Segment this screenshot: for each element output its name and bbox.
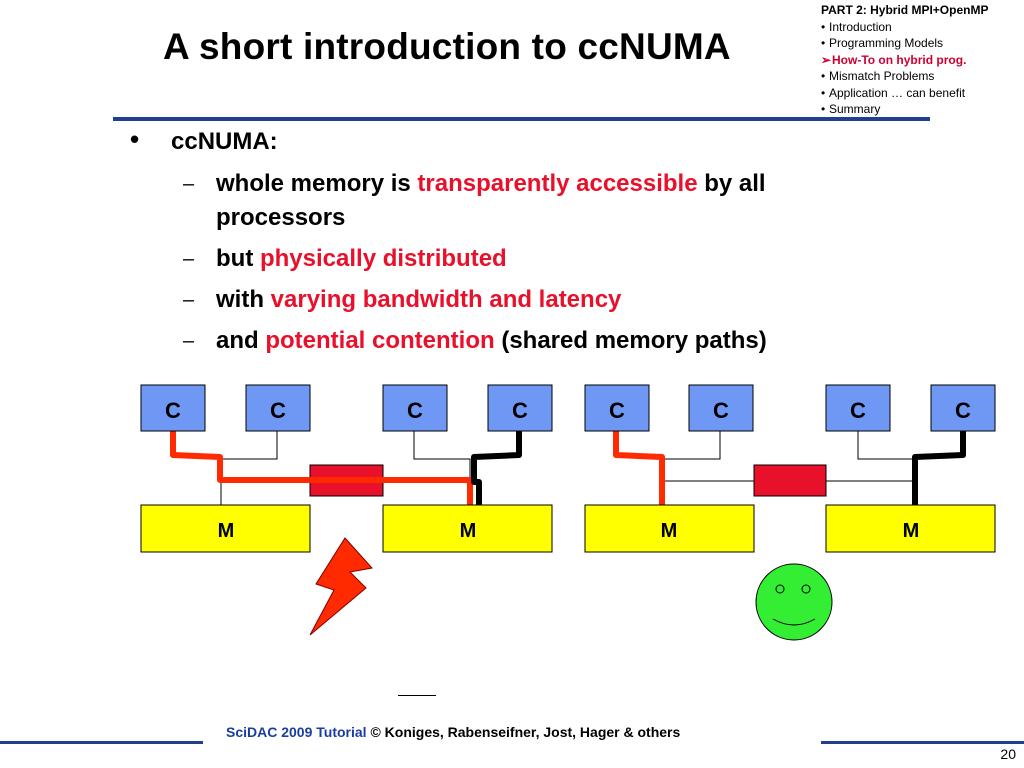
core-label: C bbox=[955, 398, 971, 423]
text-emphasis: transparently accessible bbox=[417, 170, 698, 197]
bullet-icon: • bbox=[821, 36, 826, 50]
memory-box bbox=[382, 504, 553, 553]
remote-access-path bbox=[170, 431, 473, 505]
nav-item-programming-models[interactable]: •Programming Models bbox=[821, 35, 1024, 52]
text-plain: but bbox=[216, 245, 260, 272]
bullet-icon: • bbox=[821, 19, 826, 34]
core-box bbox=[245, 384, 311, 432]
memory-box bbox=[825, 504, 996, 553]
memory-label: M bbox=[218, 520, 235, 542]
local-access-path bbox=[613, 431, 665, 505]
text-plain: (shared memory paths) bbox=[494, 327, 767, 354]
footer: SciDAC 2009 Tutorial © Koniges, Rabensei… bbox=[226, 724, 680, 740]
text-plain: by all bbox=[697, 170, 766, 197]
local-access-path bbox=[912, 431, 966, 505]
underline-mark bbox=[398, 695, 436, 696]
nav-item-label: Application … can benefit bbox=[829, 85, 966, 100]
memory-label: M bbox=[903, 520, 920, 542]
footer-divider-right bbox=[821, 741, 1024, 744]
core-box bbox=[140, 384, 206, 432]
memory-box bbox=[140, 504, 311, 553]
interconnect-link bbox=[753, 464, 827, 497]
text-plain: whole memory is bbox=[216, 170, 418, 197]
bullet-icon: • bbox=[821, 102, 826, 116]
nav-item-label: Summary bbox=[829, 102, 881, 116]
bus-line bbox=[220, 431, 278, 505]
arrow-pointer-icon: ➢ bbox=[821, 52, 832, 67]
memory-label: M bbox=[661, 520, 678, 542]
footer-brand: SciDAC 2009 Tutorial bbox=[226, 724, 367, 740]
core-box bbox=[930, 384, 996, 432]
nav-item-label: Introduction bbox=[829, 19, 892, 34]
title-divider bbox=[113, 117, 930, 121]
slide-title: A short introduction to ccNUMA bbox=[163, 26, 731, 67]
nav-item-label: How-To on hybrid prog. bbox=[832, 52, 967, 67]
core-label: C bbox=[609, 398, 625, 423]
dash-icon: – bbox=[183, 330, 195, 352]
core-label: C bbox=[512, 398, 528, 423]
bullet-icon: • bbox=[821, 85, 826, 100]
core-box bbox=[688, 384, 754, 432]
text-plain: and bbox=[216, 327, 266, 354]
smiley-face-icon bbox=[755, 563, 833, 641]
numa-system-left: C C C C M M bbox=[140, 384, 553, 636]
text-emphasis: physically distributed bbox=[259, 245, 507, 272]
dash-icon: – bbox=[183, 289, 195, 311]
text-plain: processors bbox=[216, 204, 346, 231]
dash-icon: – bbox=[183, 248, 195, 270]
bullet-icon: • bbox=[821, 69, 826, 83]
footer-credit: © Koniges, Rabenseifner, Jost, Hager & o… bbox=[366, 724, 681, 740]
nav-item-summary[interactable]: •Summary bbox=[821, 101, 1024, 118]
memory-box bbox=[584, 504, 755, 553]
bullet-heading: ccNUMA: bbox=[171, 128, 278, 155]
page-number: 20 bbox=[1000, 746, 1016, 762]
text-emphasis: potential contention bbox=[265, 327, 495, 354]
nav-item-mismatch-problems[interactable]: •Mismatch Problems bbox=[821, 68, 1024, 85]
core-box bbox=[825, 384, 891, 432]
footer-divider-left bbox=[0, 741, 203, 744]
nav-item-how-to-hybrid[interactable]: ➢How-To on hybrid prog. bbox=[821, 52, 1024, 69]
core-label: C bbox=[850, 398, 866, 423]
core-label: C bbox=[713, 398, 729, 423]
core-box bbox=[584, 384, 650, 432]
dash-icon: – bbox=[183, 173, 195, 195]
core-label: C bbox=[270, 398, 286, 423]
bullet-icon: • bbox=[130, 124, 140, 154]
bus-line bbox=[413, 431, 471, 505]
memory-label: M bbox=[460, 520, 477, 542]
text-emphasis: varying bandwidth and latency bbox=[270, 286, 622, 313]
bus-line bbox=[663, 431, 721, 505]
core-box bbox=[382, 384, 448, 432]
nav-item-application[interactable]: •Application … can benefit bbox=[821, 85, 1024, 102]
nav-item-label: Mismatch Problems bbox=[829, 69, 935, 83]
section-navigator: PART 2: Hybrid MPI+OpenMP •Introduction … bbox=[821, 2, 1024, 118]
nav-item-introduction[interactable]: •Introduction bbox=[821, 19, 1024, 36]
lightning-bolt-icon bbox=[309, 537, 373, 636]
core-label: C bbox=[407, 398, 423, 423]
local-access-path bbox=[471, 431, 522, 505]
nav-item-label: Programming Models bbox=[829, 36, 944, 50]
nav-header: PART 2: Hybrid MPI+OpenMP bbox=[821, 3, 989, 17]
core-label: C bbox=[165, 398, 181, 423]
text-plain: with bbox=[216, 286, 271, 313]
numa-system-right: C C C C M M bbox=[584, 384, 996, 641]
bus-line bbox=[857, 431, 914, 505]
core-box bbox=[487, 384, 553, 432]
